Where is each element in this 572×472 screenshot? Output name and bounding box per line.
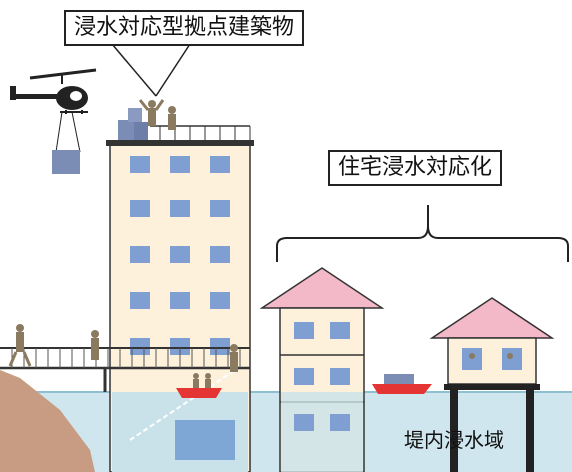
- base-building: [106, 108, 254, 472]
- rooftop-people: [138, 99, 176, 130]
- walkway-bridge: [0, 347, 250, 392]
- supply-crate-icon: [52, 150, 80, 174]
- house-2: [429, 297, 555, 472]
- housing-brace: [276, 225, 569, 262]
- walkway-people: [8, 324, 238, 372]
- base-building-label: 浸水対応型拠点建築物: [64, 10, 305, 46]
- housing-label: 住宅浸水対応化: [328, 150, 503, 186]
- rescue-boat-1: [176, 373, 222, 398]
- flood-area-label: 堤内浸水域: [404, 428, 504, 452]
- house-1: [259, 267, 385, 472]
- helicopter-icon: [10, 68, 97, 153]
- rescue-boat-2: [372, 374, 432, 394]
- embankment: [0, 370, 95, 472]
